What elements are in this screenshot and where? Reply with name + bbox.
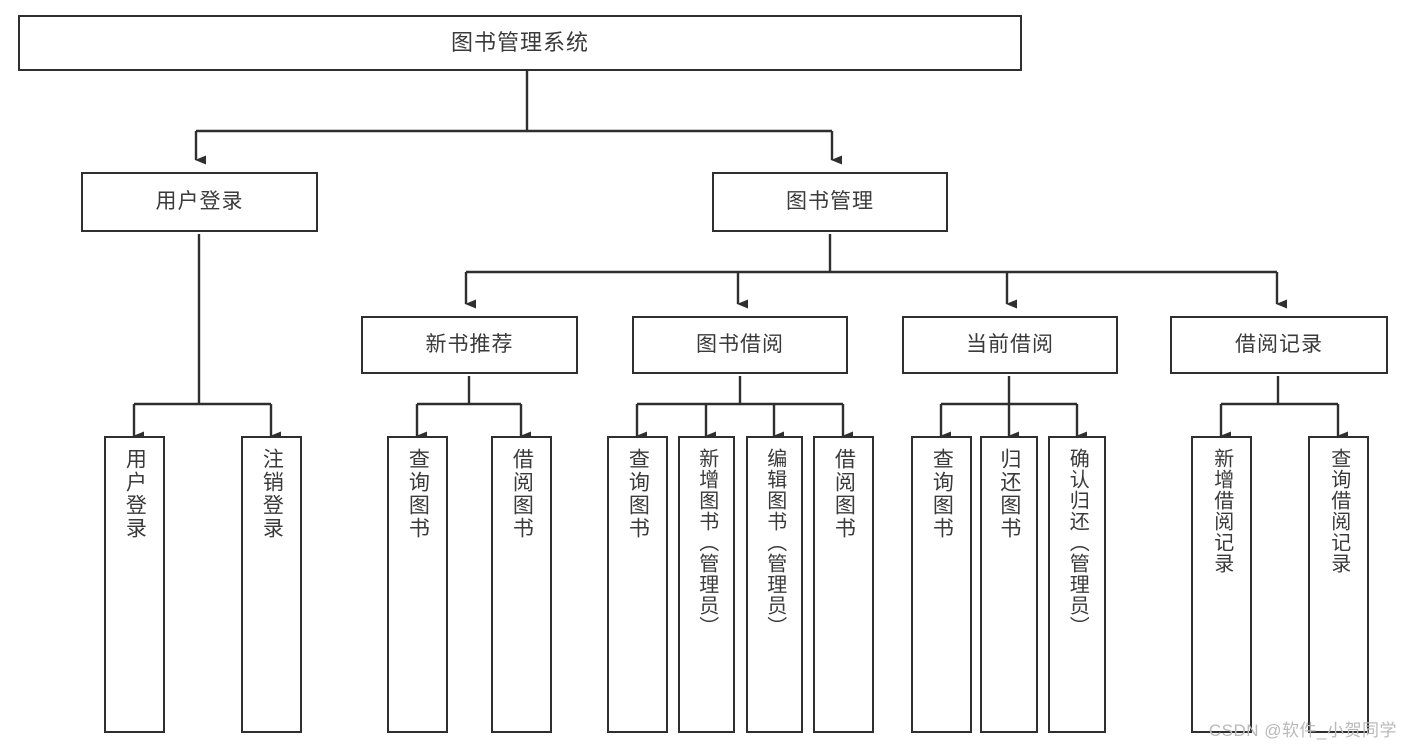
leaf-book-borrow-edit[interactable]: 编辑图书（管理员）	[746, 436, 803, 733]
node-new-book-label: 新书推荐	[425, 333, 514, 357]
leaf-new-book-query[interactable]: 查询图书	[387, 436, 448, 733]
leaf-current-borrow-query[interactable]: 查询图书	[911, 436, 972, 733]
leaf-new-book-borrow[interactable]: 借阅图书	[491, 436, 552, 733]
leaf-label: 新增借阅记录	[1210, 448, 1233, 574]
leaf-book-borrow-query[interactable]: 查询图书	[607, 436, 668, 733]
leaf-label: 注销登录	[260, 448, 284, 540]
leaf-label: 查询图书	[930, 448, 954, 540]
node-book-borrow[interactable]: 图书借阅	[632, 316, 848, 374]
leaf-borrow-record-query[interactable]: 查询借阅记录	[1308, 436, 1369, 733]
leaf-label: 借阅图书	[832, 448, 856, 540]
leaf-current-borrow-confirm[interactable]: 确认归还（管理员）	[1048, 436, 1106, 733]
leaf-label: 归还图书	[997, 448, 1021, 540]
leaf-current-borrow-return[interactable]: 归还图书	[980, 436, 1038, 733]
leaf-label: 借阅图书	[510, 448, 534, 540]
leaf-label: 查询图书	[626, 448, 650, 540]
node-user-login[interactable]: 用户登录	[81, 172, 318, 232]
leaf-user-login-logout[interactable]: 注销登录	[241, 436, 302, 733]
node-root[interactable]: 图书管理系统	[18, 15, 1022, 71]
node-user-login-label: 用户登录	[155, 190, 244, 214]
leaf-borrow-record-add[interactable]: 新增借阅记录	[1191, 436, 1252, 733]
leaf-label: 确认归还（管理员）	[1066, 448, 1089, 637]
node-book-manage[interactable]: 图书管理	[712, 172, 948, 232]
node-book-manage-label: 图书管理	[786, 190, 874, 214]
leaf-label: 编辑图书（管理员）	[763, 448, 786, 637]
node-current-borrow[interactable]: 当前借阅	[902, 316, 1118, 374]
node-current-borrow-label: 当前借阅	[966, 333, 1054, 357]
leaf-book-borrow-add[interactable]: 新增图书（管理员）	[678, 436, 735, 733]
leaf-user-login-login[interactable]: 用户登录	[104, 436, 165, 733]
leaf-label: 新增图书（管理员）	[695, 448, 718, 637]
node-book-borrow-label: 图书借阅	[696, 333, 784, 357]
leaf-book-borrow-borrow[interactable]: 借阅图书	[813, 436, 874, 733]
leaf-label: 用户登录	[123, 448, 147, 540]
node-borrow-record[interactable]: 借阅记录	[1170, 316, 1388, 374]
leaf-label: 查询借阅记录	[1327, 448, 1350, 574]
node-root-label: 图书管理系统	[450, 29, 589, 55]
node-new-book[interactable]: 新书推荐	[361, 316, 578, 374]
watermark: CSDN @软件_小贺同学	[1208, 721, 1397, 740]
leaf-label: 查询图书	[406, 448, 430, 540]
node-borrow-record-label: 借阅记录	[1235, 333, 1323, 357]
